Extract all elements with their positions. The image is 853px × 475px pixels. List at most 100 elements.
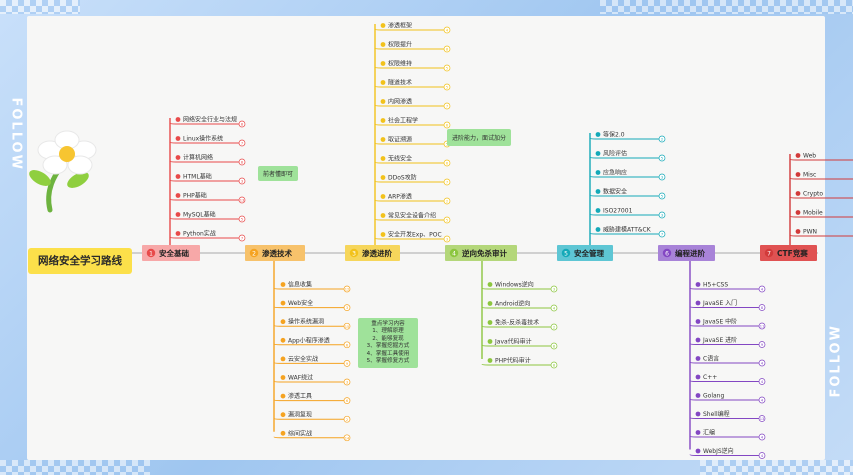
leaf-item[interactable]: DDoS攻防 — [388, 174, 417, 182]
leaf-count: 4 — [761, 399, 764, 403]
leaf-item[interactable]: 计算机网络 — [183, 154, 213, 162]
leaf-item[interactable]: 网络安全行业与法规 — [183, 116, 237, 124]
leaf-item[interactable]: ARP渗透 — [388, 193, 412, 201]
leaf-bullet-icon — [487, 320, 493, 325]
leaf-bullet-icon — [280, 356, 286, 362]
leaf-item[interactable]: Java代码审计 — [494, 338, 532, 346]
leaf-underline — [689, 361, 760, 364]
leaf-item[interactable]: 渗透框架 — [388, 22, 412, 30]
leaf-item[interactable]: 社会工程学 — [388, 117, 418, 125]
section-node[interactable] — [142, 245, 200, 261]
leaf-underline — [273, 306, 345, 309]
leaf-item[interactable]: WAF绕过 — [288, 374, 313, 382]
section-node[interactable] — [245, 245, 305, 261]
leaf-item[interactable]: 操作系统漏洞 — [288, 318, 324, 326]
leaf-item[interactable]: 隧道技术 — [388, 79, 412, 87]
leaf-underline — [169, 122, 240, 125]
leaf-item[interactable]: Linux操作系统 — [183, 135, 223, 143]
leaf-item[interactable]: 内网渗透 — [388, 98, 412, 106]
leaf-bullet-icon — [595, 227, 601, 232]
leaf-item[interactable]: 安全开发Exp、POC — [388, 231, 442, 239]
leaf-item[interactable]: ISO27001 — [603, 208, 633, 215]
leaf-item[interactable]: Android逆向 — [495, 300, 530, 308]
leaf-item[interactable]: Python实战 — [183, 230, 216, 238]
section-node[interactable] — [445, 245, 517, 261]
leaf-item[interactable]: 无线安全 — [388, 155, 412, 163]
section-label: 渗透技术 — [262, 248, 292, 258]
leaf-underline — [374, 85, 445, 88]
leaf-item[interactable]: 权限提升 — [388, 41, 412, 49]
leaf-count: 7 — [661, 233, 663, 237]
checker-decoration-top-left — [0, 0, 80, 14]
leaf-item[interactable]: App小程序渗透 — [288, 336, 330, 344]
leaf-underline — [169, 198, 240, 201]
leaf-count-badge — [238, 120, 246, 128]
leaf-underline — [689, 306, 760, 308]
leaf-item[interactable]: 数据安全 — [603, 188, 627, 196]
leaf-item[interactable]: Web — [803, 153, 816, 160]
leaf-item[interactable]: 云安全实战 — [288, 355, 318, 363]
leaf-item[interactable]: 取证溯源 — [388, 136, 412, 144]
leaf-bullet-icon — [695, 337, 701, 343]
leaf-underline — [589, 213, 660, 216]
leaf-bullet-icon — [380, 80, 386, 85]
section-node[interactable] — [760, 245, 817, 261]
section-number-badge — [764, 248, 774, 258]
leaf-item[interactable]: Windows逆向 — [495, 281, 534, 289]
leaf-item[interactable]: JavaSE 入门 — [702, 299, 737, 307]
leaf-item[interactable]: 汇编 — [703, 429, 715, 437]
leaf-underline — [374, 123, 445, 126]
leaf-item[interactable]: JavaSE 进阶 — [702, 336, 737, 344]
leaf-bullet-icon — [695, 356, 701, 361]
leaf-item[interactable]: Crypto — [803, 191, 823, 198]
leaf-item[interactable]: 信息收集 — [288, 281, 312, 289]
leaf-count: 2 — [346, 418, 348, 422]
leaf-count-badge — [550, 285, 558, 293]
section-node[interactable] — [658, 245, 715, 261]
leaf-underline — [481, 344, 552, 347]
leaf-item[interactable]: PHP代码审计 — [495, 357, 531, 365]
section-node[interactable] — [557, 245, 613, 261]
leaf-underline — [169, 217, 240, 220]
leaf-item[interactable]: PHP基础 — [183, 192, 207, 200]
leaf-bullet-icon — [595, 208, 601, 213]
leaf-item[interactable]: H5+CSS — [703, 282, 728, 289]
leaf-count-badge — [658, 154, 666, 162]
leaf-underline — [589, 137, 660, 140]
leaf-bullet-icon — [175, 212, 181, 217]
leaf-item[interactable]: MySQL基础 — [183, 211, 216, 219]
section-number: 6 — [665, 250, 669, 257]
leaf-bullet-icon — [380, 118, 386, 123]
leaf-item[interactable]: Misc — [803, 172, 816, 179]
leaf-bullet-icon — [280, 393, 286, 399]
leaf-item[interactable]: 应急响应 — [603, 169, 627, 177]
leaf-item[interactable]: JavaSE 中阶 — [702, 318, 737, 326]
leaf-item[interactable]: Shell编程 — [703, 410, 730, 418]
leaf-item[interactable]: 综间实战 — [288, 429, 312, 437]
leaf-item[interactable]: C++ — [703, 374, 717, 381]
leaf-item[interactable]: Mobile — [803, 210, 823, 217]
leaf-item[interactable]: 免杀-反杀毒技术 — [495, 319, 539, 327]
leaf-item[interactable]: HTML基础 — [183, 173, 212, 181]
leaf-item[interactable]: 权限维持 — [388, 60, 412, 68]
leaf-item[interactable]: 等保2.0 — [603, 131, 625, 139]
leaf-count: 3 — [346, 306, 348, 310]
leaf-item[interactable]: PWN — [803, 229, 817, 236]
section-node[interactable] — [345, 245, 400, 261]
leaf-count: 7 — [446, 105, 448, 109]
leaf-item[interactable]: 风险评估 — [603, 150, 627, 158]
leaf-count: 5 — [446, 67, 448, 71]
leaf-item[interactable]: 威胁建模ATT&CK — [603, 226, 652, 234]
leaf-item[interactable]: C语言 — [703, 355, 719, 363]
leaf-count-badge — [238, 158, 246, 166]
leaf-underline — [689, 287, 760, 290]
leaf-item[interactable]: Golang — [703, 393, 724, 400]
leaf-item[interactable]: Web安全 — [288, 299, 313, 307]
leaf-item[interactable]: 常见安全设备介绍 — [388, 212, 436, 220]
leaf-count: 2 — [661, 138, 663, 142]
leaf-item[interactable]: 漏洞复现 — [288, 411, 312, 419]
note-key-learning: 重点学习内容 1、理解原理 2、能够复现 3、掌握挖掘方式 4、掌握工具使用 5… — [358, 318, 418, 369]
leaf-item[interactable]: 渗透工具 — [288, 392, 312, 400]
leaf-count-badge — [758, 433, 766, 441]
leaf-item[interactable]: WebJS逆向 — [703, 447, 734, 455]
